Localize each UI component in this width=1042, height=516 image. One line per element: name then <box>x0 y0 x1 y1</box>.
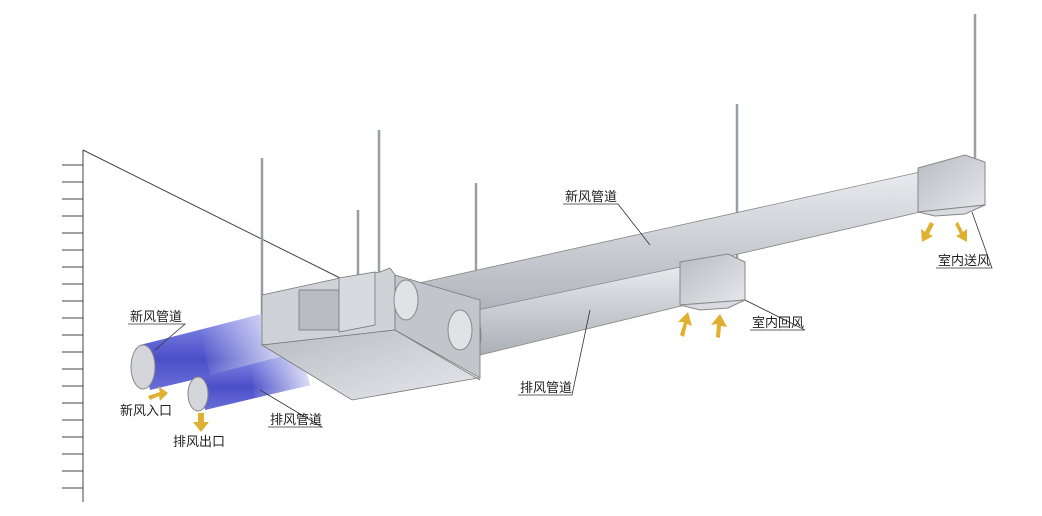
label-fresh-duct-main: 新风管道 <box>565 189 617 205</box>
label-fresh-duct-left: 新风管道 <box>130 309 182 325</box>
exhaust-outlet-arrow-icon <box>193 413 209 432</box>
label-exhaust-duct-main: 排风管道 <box>520 381 572 396</box>
return-air-box <box>679 253 746 311</box>
label-exhaust-duct-left: 排风管道 <box>270 413 322 428</box>
label-indoor-supply: 室内送风 <box>938 253 990 269</box>
return-arrow-icon <box>678 312 692 337</box>
leader-lines <box>128 203 993 428</box>
ventilation-unit <box>260 267 481 401</box>
supply-arrow-icon <box>921 222 934 242</box>
ceiling-line <box>82 149 341 279</box>
label-exhaust-outlet: 排风出口 <box>173 435 225 450</box>
supply-arrow-icon <box>955 222 967 242</box>
label-fresh-inlet: 新风入口 <box>120 403 172 419</box>
return-arrow-icon <box>711 314 727 338</box>
label-indoor-return: 室内回风 <box>752 315 804 331</box>
airflow-arrows <box>148 222 967 432</box>
supply-air-box <box>917 154 986 217</box>
fresh-inlet-arrow-icon <box>148 386 168 401</box>
wall-ruler <box>62 150 84 502</box>
